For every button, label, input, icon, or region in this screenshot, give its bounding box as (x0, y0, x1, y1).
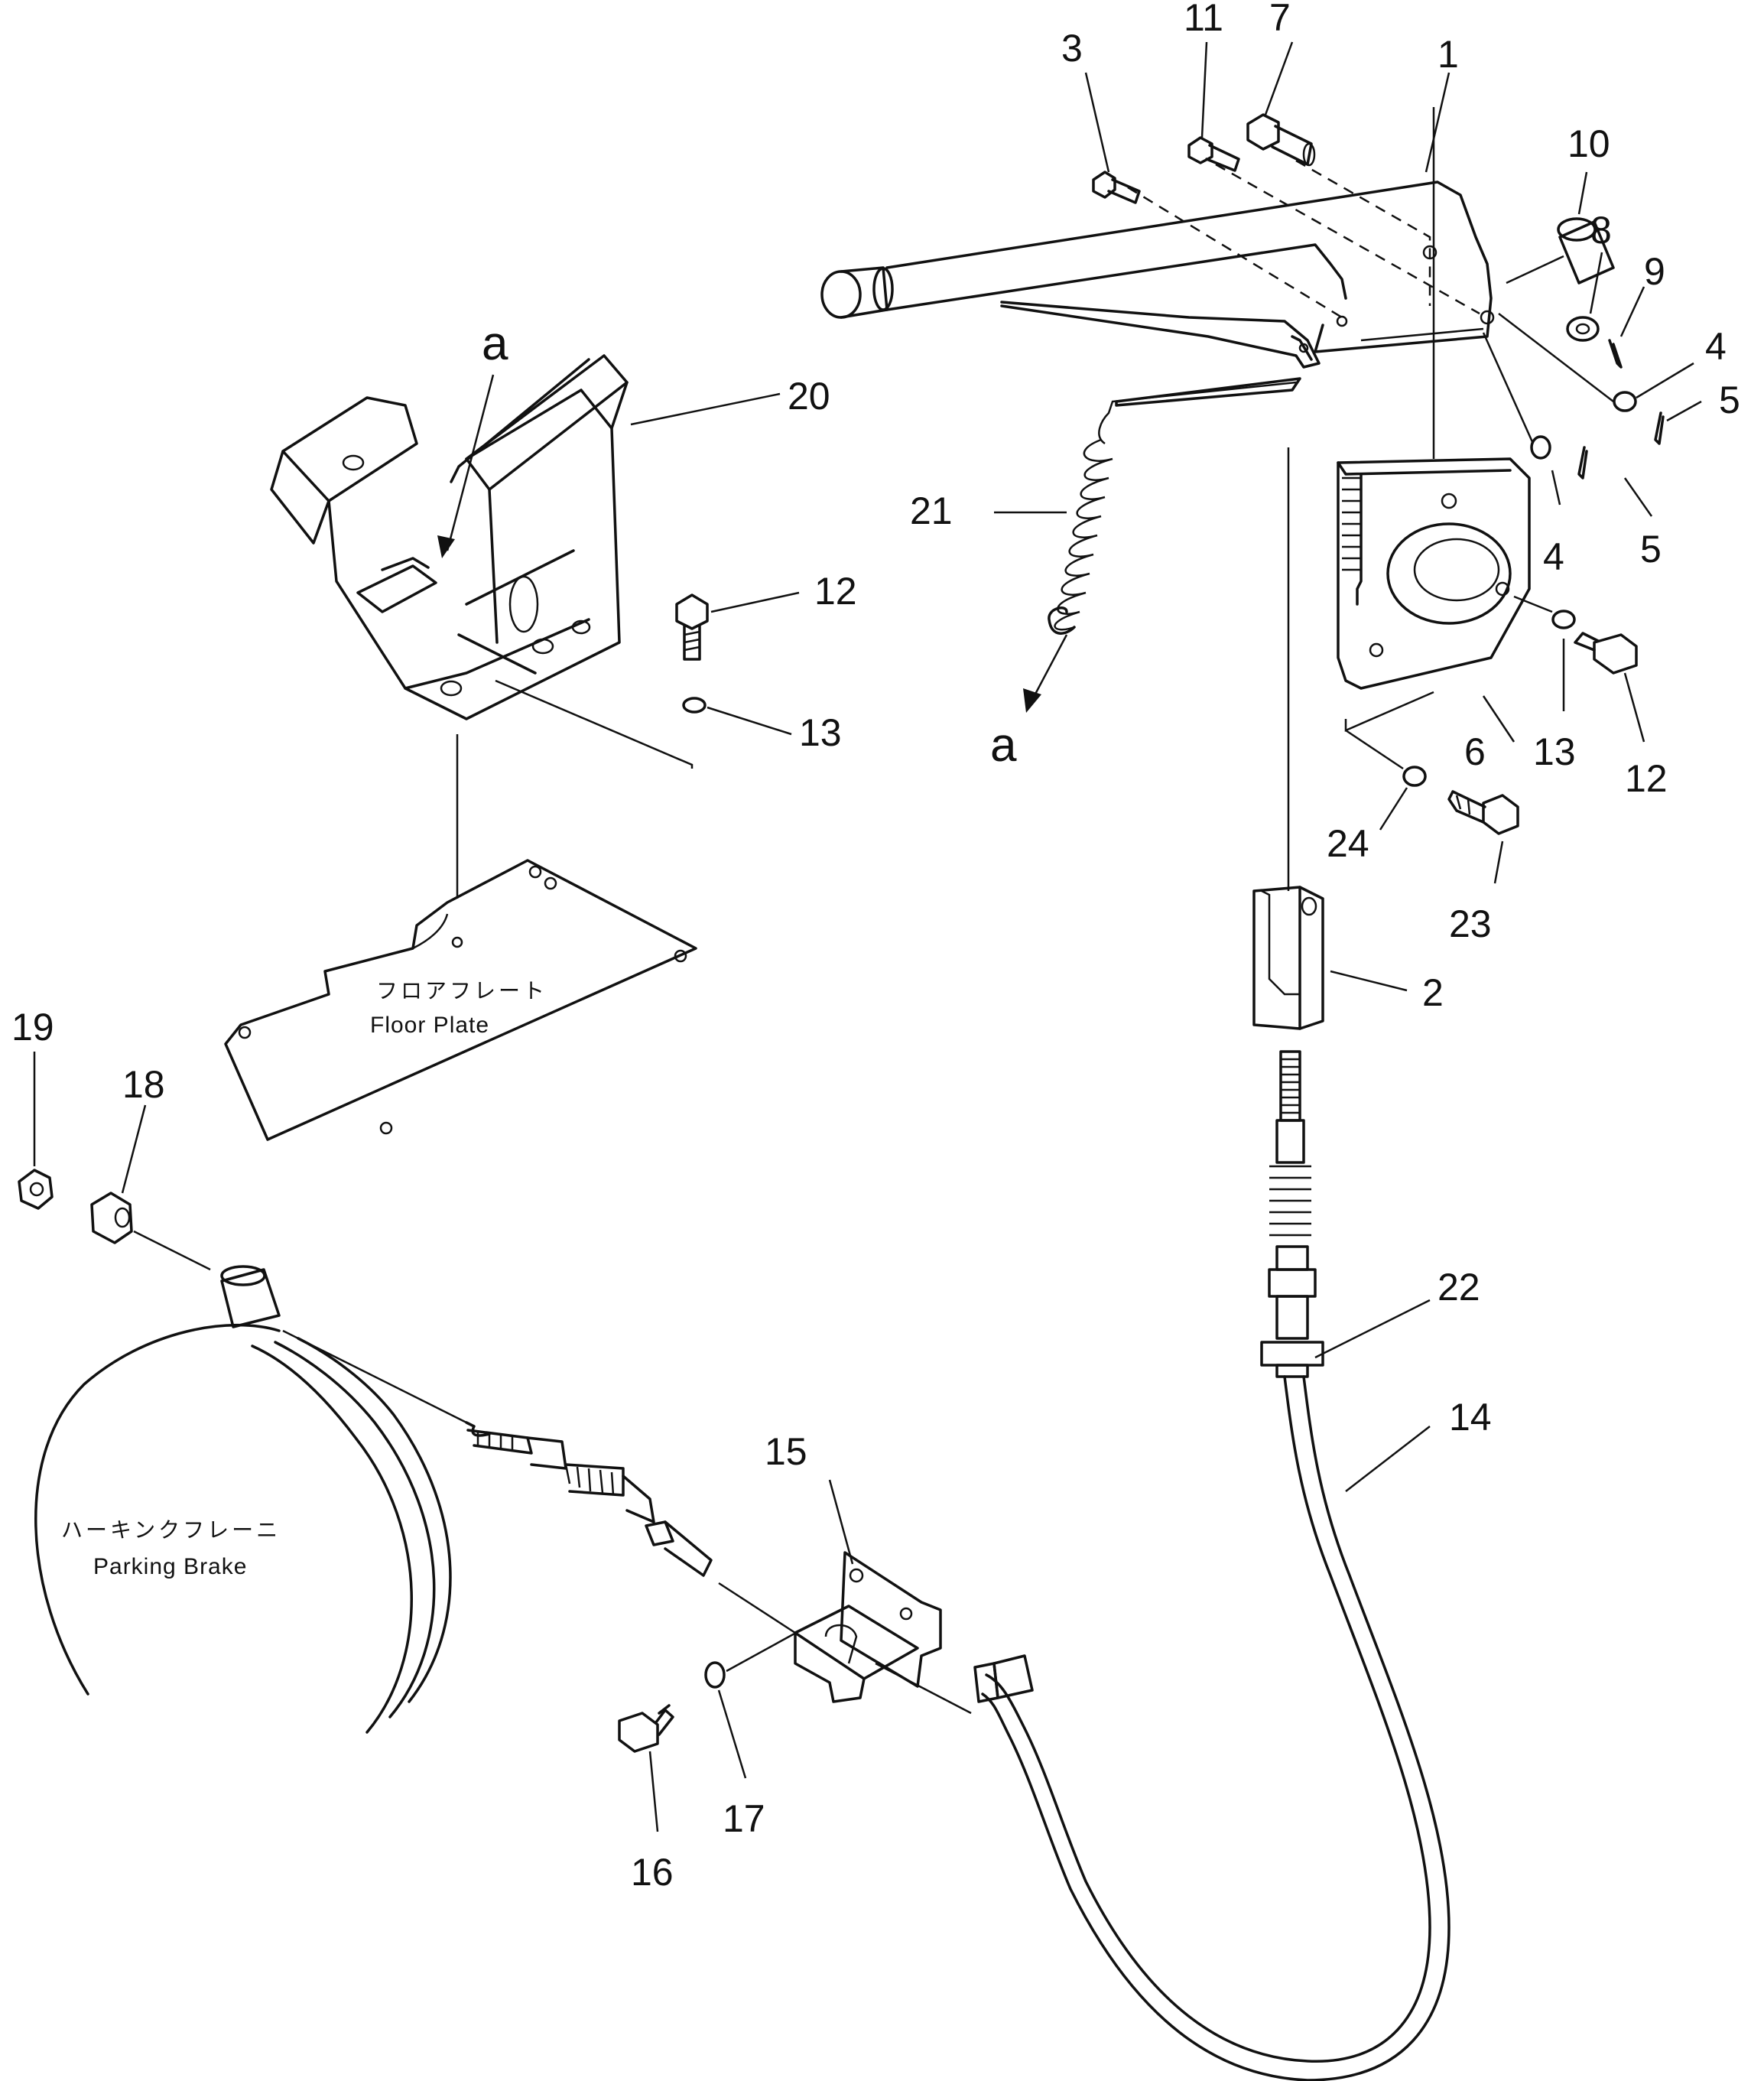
marker-a-bottom: a (990, 719, 1017, 772)
part-1-lever (820, 180, 1495, 369)
callout-8: 8 (1590, 209, 1612, 252)
part-5-cotter-mid (1577, 446, 1588, 480)
callout-12: 12 (1625, 757, 1668, 800)
arrowhead-icon (1023, 688, 1041, 713)
callout-14: 14 (1449, 1396, 1492, 1439)
part-15-cable-bracket (794, 1551, 972, 1715)
callout-21: 21 (910, 489, 953, 532)
floor-plate-en-label: Floor Plate (370, 1013, 489, 1038)
part-19-nut (18, 1169, 54, 1210)
callout-12: 12 (814, 570, 857, 613)
marker-a-top: a (482, 317, 508, 370)
callout-13: 13 (1533, 730, 1576, 773)
part-2-clevis (1252, 886, 1324, 1030)
part-8-washer (1566, 316, 1600, 342)
part-13-washer-left (682, 697, 707, 714)
callout-4: 4 (1705, 325, 1727, 368)
floor-plate-jp-label: フロアフレート (376, 978, 547, 1003)
callout-16: 16 (631, 1851, 674, 1894)
callout-leaders (33, 41, 1702, 1832)
callout-5: 5 (1719, 379, 1740, 421)
parking-brake-jp-label: ハーキンクフレーニ (61, 1517, 281, 1543)
callout-5: 5 (1640, 528, 1662, 571)
callout-2: 2 (1422, 971, 1444, 1014)
marker-a-top-arrow (446, 374, 495, 551)
part-10-bushing (1506, 217, 1615, 285)
part-11-pin (1187, 136, 1240, 172)
part-16-bolt (618, 1704, 674, 1753)
part-18-nut (90, 1192, 133, 1244)
part-6-ratchet-plate (1337, 107, 1531, 690)
callout-22: 22 (1438, 1266, 1480, 1309)
parking-brake-en-label: Parking Brake (93, 1554, 247, 1579)
callout-23: 23 (1449, 902, 1492, 945)
callout-7: 7 (1269, 0, 1291, 39)
part-5-cotter-right (1654, 411, 1665, 445)
marker-a-bottom-arrow (1031, 634, 1068, 701)
callout-15: 15 (765, 1430, 807, 1473)
callout-3: 3 (1061, 27, 1083, 70)
callout-18: 18 (122, 1063, 165, 1106)
callout-13: 13 (799, 711, 842, 754)
part-17-washer (704, 1661, 726, 1689)
callout-17: 17 (723, 1797, 765, 1840)
arrowhead-icon (437, 535, 455, 558)
part-7-pin (1246, 113, 1316, 167)
callout-19: 19 (11, 1006, 54, 1049)
callout-20: 20 (788, 375, 830, 418)
floor-plate (224, 859, 697, 1141)
callout-10: 10 (1567, 122, 1610, 165)
part-4-washer-mid (1530, 435, 1551, 460)
parking-brake-drum (34, 1265, 713, 1734)
part-21-spring (1048, 377, 1301, 635)
part-9-cotter-pin (1608, 339, 1623, 369)
callout-6: 6 (1464, 730, 1486, 773)
part-14-cable (973, 1050, 1451, 2081)
callout-4: 4 (1543, 535, 1564, 578)
part-24-washer (1402, 766, 1427, 787)
callout-11: 11 (1184, 0, 1223, 39)
part-4-washer-right (1613, 391, 1637, 412)
callout-24: 24 (1327, 822, 1369, 865)
part-12-bolt-left (675, 593, 709, 661)
part-3-pin (1092, 171, 1141, 204)
part-20-bracket (270, 354, 629, 720)
callout-1: 1 (1438, 33, 1459, 76)
part-12-bolt-right (1574, 632, 1638, 675)
callout-9: 9 (1644, 250, 1665, 293)
part-23-bolt (1447, 790, 1519, 835)
part-13-washer-right (1551, 610, 1576, 629)
